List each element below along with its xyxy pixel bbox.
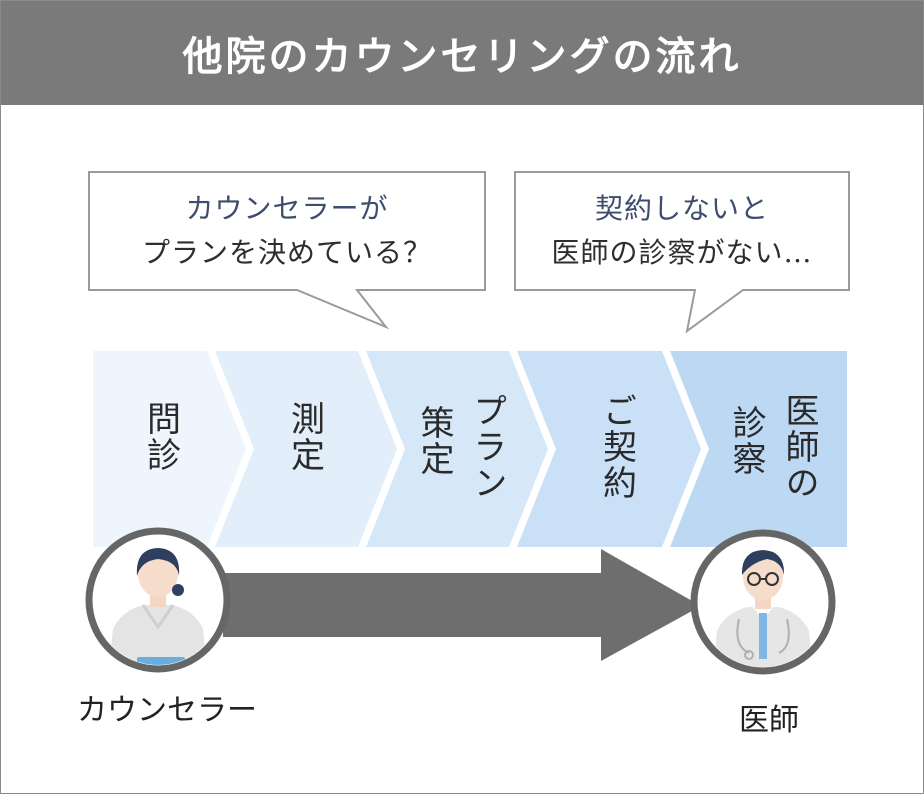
step-chevron-4 xyxy=(517,351,701,547)
step-1-label: 問診 xyxy=(121,401,201,473)
step-chevron-3 xyxy=(366,351,548,547)
speech-bubble-2 xyxy=(514,171,850,334)
step-2-text: 測定 xyxy=(284,401,325,473)
page-title: 他院のカウンセリングの流れ xyxy=(182,33,742,80)
step-4-text: ご契約 xyxy=(596,393,637,501)
counselor-icon xyxy=(85,527,231,673)
step-3-text-col-1: プラン xyxy=(467,393,507,501)
step-chevron-1 xyxy=(93,351,246,547)
counselor-label: カウンセラー xyxy=(77,693,257,728)
bubble-2-line-1: 契約しないと xyxy=(594,192,769,225)
step-5-label: 医師の 診察 xyxy=(723,393,823,501)
step-chevron-5 xyxy=(670,351,847,547)
title-bar: 他院のカウンセリングの流れ xyxy=(1,1,923,105)
bubble-2-line-2: 医師の診察がない… xyxy=(551,236,813,269)
bubble-2-text: 契約しないと 医師の診察がない… xyxy=(515,187,849,275)
step-5-text-col-2: 診察 xyxy=(726,405,766,477)
step-3-label: プラン 策定 xyxy=(411,393,511,501)
bubble-1-text: カウンセラーが プランを決めている？ xyxy=(89,187,485,275)
doctor-icon xyxy=(690,529,836,675)
step-1-text: 問診 xyxy=(140,401,181,473)
step-chevron-2 xyxy=(215,351,397,547)
bubble-1-line-1: カウンセラーが xyxy=(185,192,389,225)
doctor-label: 医師 xyxy=(739,703,799,738)
bubble-1-line-2: プランを決めている？ xyxy=(141,236,432,269)
step-4-label: ご契約 xyxy=(577,393,657,501)
step-3-text-col-2: 策定 xyxy=(414,405,454,477)
flow-arrow xyxy=(223,549,701,661)
speech-bubble-1 xyxy=(88,171,486,330)
step-2-label: 測定 xyxy=(265,401,345,473)
step-5-text-col-1: 医師の xyxy=(779,393,819,501)
